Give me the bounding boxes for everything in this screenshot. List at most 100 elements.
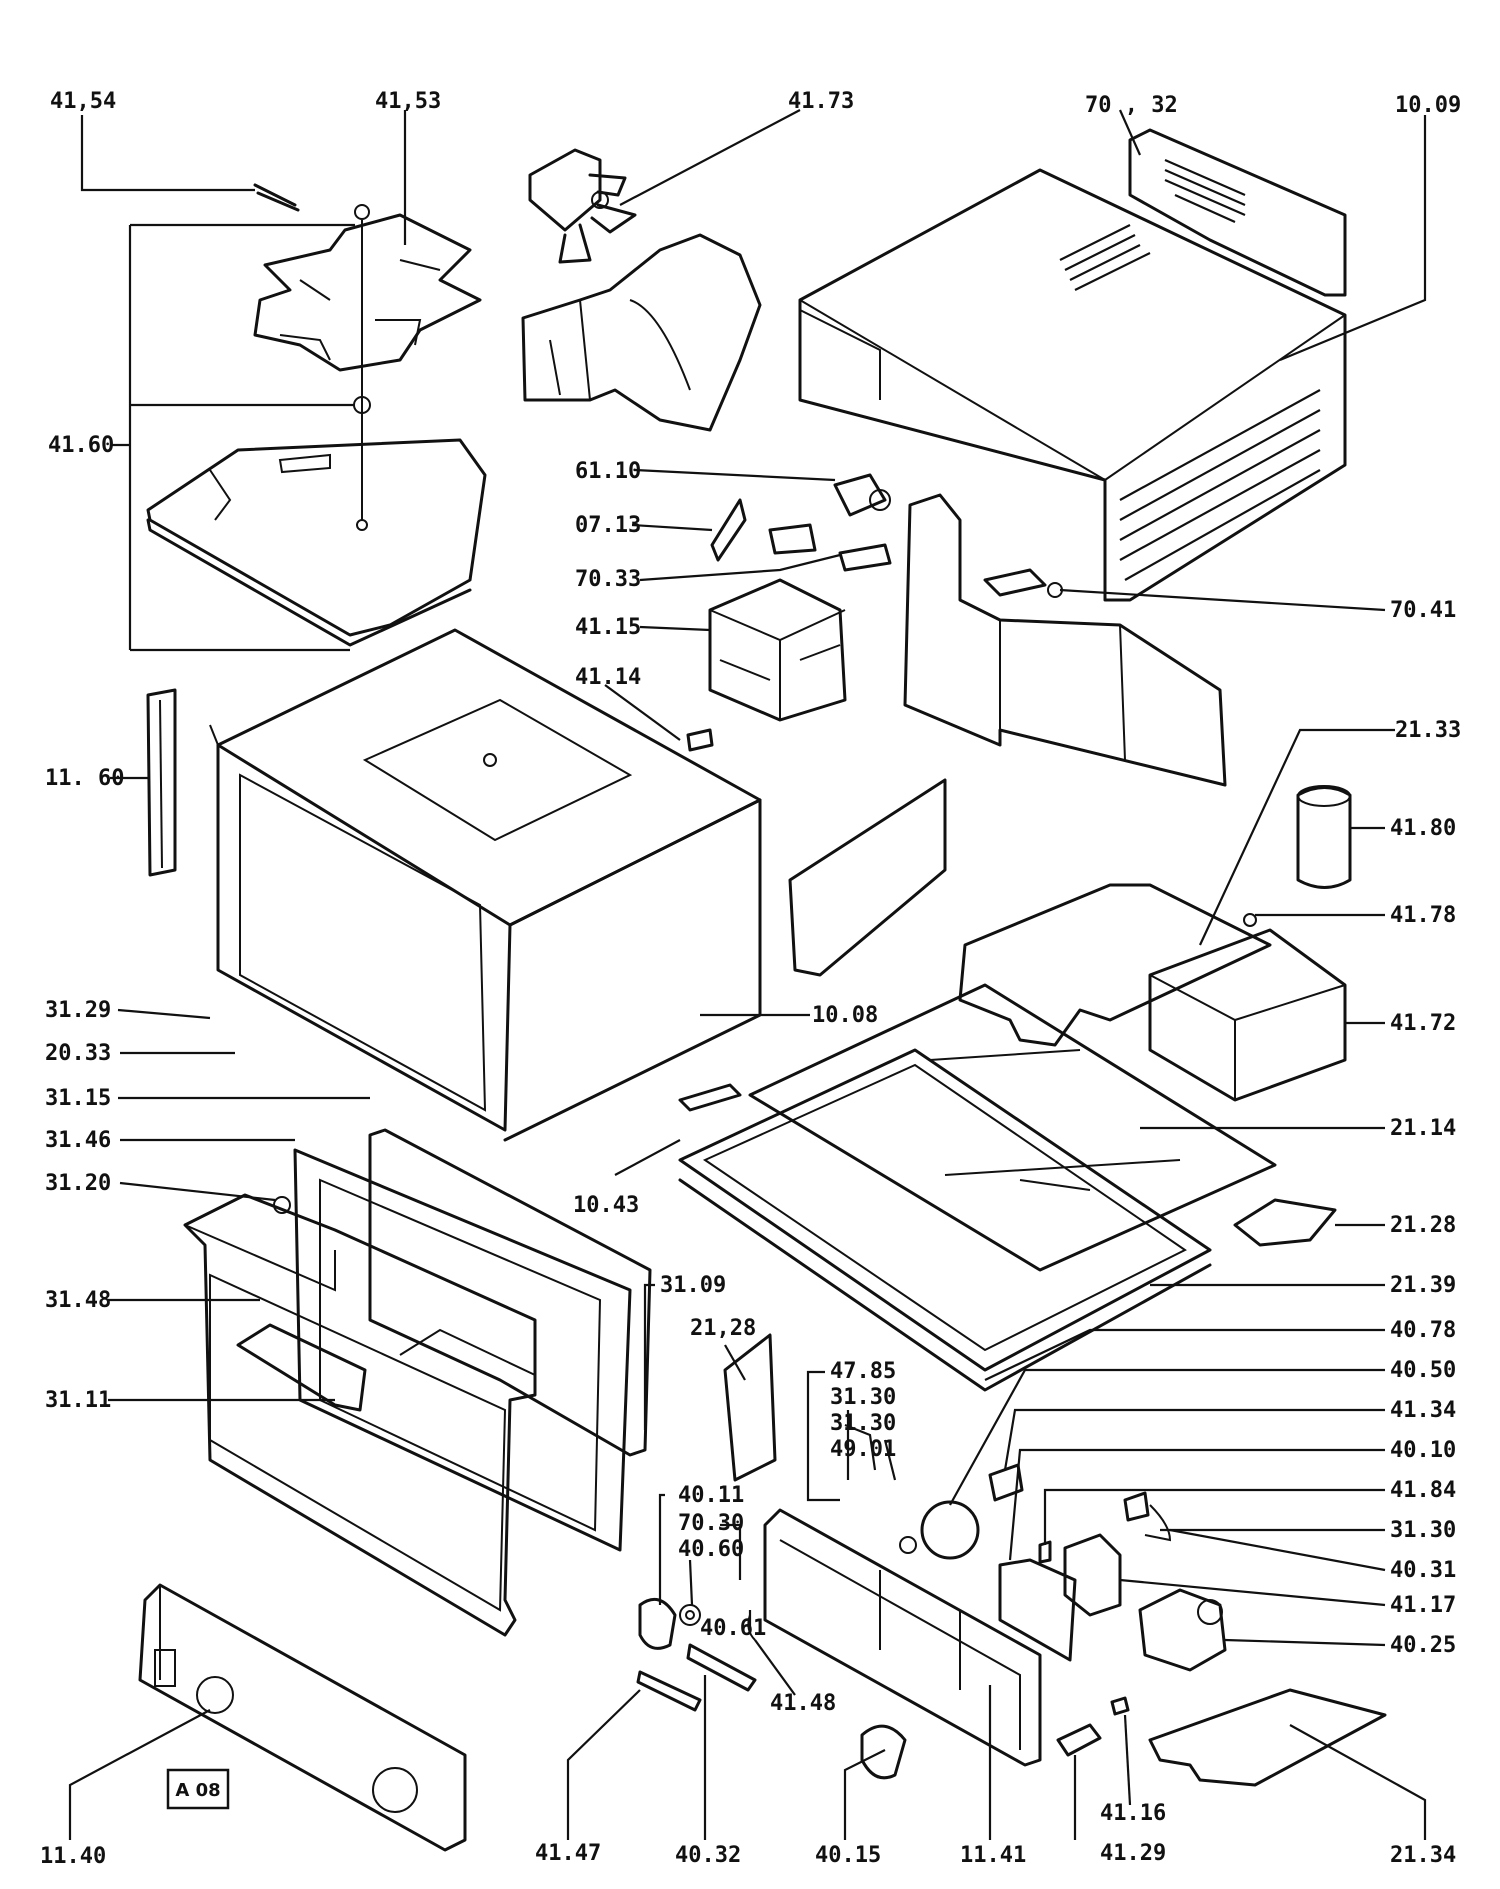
label-41-16: 41.16 (1100, 1801, 1166, 1826)
label-70-41: 70.41 (1390, 598, 1456, 623)
label-41-15: 41.15 (575, 615, 641, 640)
part-41-84-relay (1038, 1540, 1052, 1564)
label-70-33: 70.33 (575, 567, 641, 592)
part-41-60-base-tray (146, 438, 487, 647)
part-70-41-bracket-assembly (903, 493, 1227, 787)
label-31-30-b: 31.30 (830, 1411, 896, 1436)
part-07-13-plate (710, 498, 747, 562)
label-40-31: 40.31 (1390, 1558, 1456, 1583)
part-21-34-bottom-plate (1148, 1688, 1387, 1787)
label-41-47: 41.47 (535, 1841, 601, 1866)
part-11-60-hinge-bar (146, 688, 177, 877)
part-31-30-microswitch (1123, 1491, 1172, 1542)
part-side-bracket (788, 778, 947, 977)
label-40-78: 40.78 (1390, 1318, 1456, 1343)
label-40-25: 40.25 (1390, 1633, 1456, 1658)
part-10-09-outer-cabinet (798, 168, 1347, 602)
part-41-73-fan (528, 148, 637, 264)
label-21-33: 21.33 (1395, 718, 1461, 743)
label-20-33: 20.33 (45, 1041, 111, 1066)
label-21-28: 21.28 (1390, 1213, 1456, 1238)
part-41-29-fuse (1056, 1723, 1102, 1757)
label-40-60: 40.60 (678, 1537, 744, 1562)
label-07-13: 07.13 (575, 513, 641, 538)
leader-lines (68, 109, 1427, 1840)
label-31-11: 31.11 (45, 1388, 111, 1413)
label-41-48: 41.48 (770, 1691, 836, 1716)
label-10-43: 10.43 (573, 1193, 639, 1218)
part-70-33-fuse (838, 543, 892, 572)
label-40-11: 40.11 (678, 1483, 744, 1508)
part-41-17-relay-box (1063, 1533, 1122, 1617)
part-40-15-knob (860, 1724, 907, 1780)
label-31-30-a: 31.30 (830, 1385, 896, 1410)
part-40-60-washer (679, 1604, 701, 1626)
label-40-50: 40.50 (1390, 1358, 1456, 1383)
label-41-53: 41,53 (375, 89, 441, 114)
part-41-16-fuse-holder (1110, 1696, 1130, 1716)
part-70-32-vent-cover (1128, 128, 1347, 297)
part-31-48-door-front (183, 1193, 537, 1637)
part-11-40-control-panel (138, 1583, 467, 1852)
part-40-11-knob (638, 1597, 677, 1650)
label-41-72: 41.72 (1390, 1011, 1456, 1036)
part-41-14-thermal-cutout (686, 728, 714, 752)
part-40-32-lever (686, 1643, 757, 1692)
part-41-15-magnetron (708, 578, 847, 722)
part-10-08-oven-cavity (209, 628, 762, 1142)
part-31-15-door-outer-frame (368, 1128, 652, 1457)
part-21-28-insulation-sheet (723, 1333, 777, 1482)
part-41-73-fan-shroud (521, 233, 762, 432)
part-21-14-glass-panel (748, 983, 1277, 1272)
label-40-10: 40.10 (1390, 1438, 1456, 1463)
label-10-09: 10.09 (1395, 93, 1461, 118)
part-21-39-door-frame (678, 1048, 1212, 1392)
label-11-41: 11.41 (960, 1843, 1026, 1868)
label-41-80: 41.80 (1390, 816, 1456, 841)
label-31-09: 31.09 (660, 1273, 726, 1298)
label-21-28-sheet: 21,28 (690, 1316, 756, 1341)
part-61-10-motor (833, 473, 891, 517)
label-21-39: 21.39 (1390, 1273, 1456, 1298)
label-40-61: 40.61 (700, 1616, 766, 1641)
label-11-40: 11.40 (40, 1844, 106, 1869)
label-41-60: 41.60 (48, 433, 114, 458)
label-31-20: 31.20 (45, 1171, 111, 1196)
label-41-17: 41.17 (1390, 1593, 1456, 1618)
label-40-15: 40.15 (815, 1843, 881, 1868)
label-41-54: 41,54 (50, 89, 116, 114)
part-41-72-transformer (1148, 913, 1347, 1102)
label-21-34: 21.34 (1390, 1843, 1456, 1868)
part-40-10-circuit-board (998, 1558, 1077, 1662)
label-40-32: 40.32 (675, 1843, 741, 1868)
label-41-29: 41.29 (1100, 1841, 1166, 1866)
part-41-47-lever (636, 1670, 702, 1712)
label-41-84: 41.84 (1390, 1478, 1456, 1503)
label-41-14: 41.14 (575, 665, 641, 690)
label-70-30: 70.30 (678, 1511, 744, 1536)
label-31-29: 31.29 (45, 998, 111, 1023)
label-41-34: 41.34 (1390, 1398, 1456, 1423)
part-07-13-bulb (768, 523, 817, 555)
section-badge: A 08 (166, 1768, 230, 1810)
label-41-78: 41.78 (1390, 903, 1456, 928)
label-41-73: 41.73 (788, 89, 854, 114)
label-10-08: 10.08 (812, 1003, 878, 1028)
label-31-46: 31.46 (45, 1128, 111, 1153)
label-49-01: 49.01 (830, 1437, 896, 1462)
part-31-11-handle (236, 1323, 367, 1412)
label-31-30-c: 31.30 (1390, 1518, 1456, 1543)
part-40-25-turntable-motor (1138, 1588, 1227, 1672)
part-number-labels: 41,54 41,53 41.73 70 , 32 10.09 41.60 61… (40, 89, 1461, 1869)
label-70-32: 70 , 32 (1085, 93, 1178, 118)
part-10-43-strip (678, 1083, 742, 1112)
label-11-60: 11. 60 (45, 766, 124, 791)
part-41-54-rod (253, 183, 300, 212)
label-21-14: 21.14 (1390, 1116, 1456, 1141)
part-41-34-switch (988, 1463, 1024, 1502)
label-31-15: 31.15 (45, 1086, 111, 1111)
part-21-28-choke-cover (1233, 1198, 1337, 1247)
part-41-53-stirrer-blade (253, 204, 482, 531)
section-badge-text: A 08 (175, 1780, 220, 1801)
